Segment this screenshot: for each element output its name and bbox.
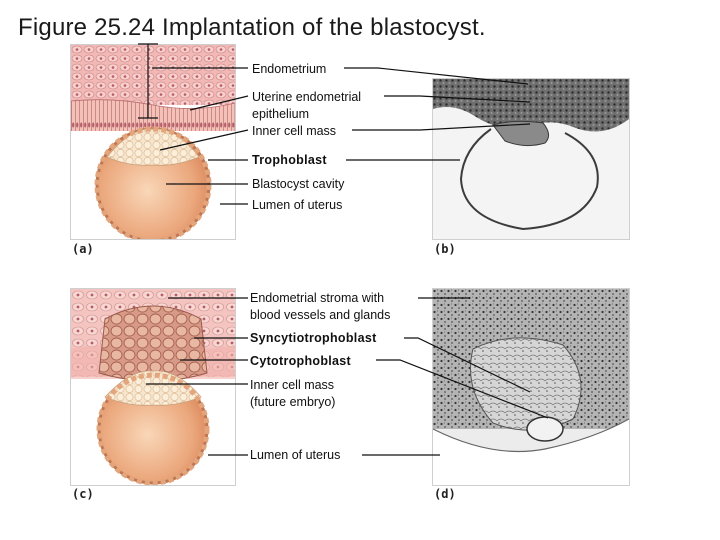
label-cytotrophoblast: Cytotrophoblast xyxy=(250,354,352,368)
label-inner-cell-mass-bottom-line2: (future embryo) xyxy=(250,395,336,409)
label-blastocyst-cavity: Blastocyst cavity xyxy=(252,177,345,191)
panel-a-illustration xyxy=(70,44,236,240)
label-endometrium: Endometrium xyxy=(252,62,327,76)
panel-d-micrograph xyxy=(432,288,630,486)
label-uterine-epithelium-line2: epithelium xyxy=(252,107,309,121)
label-lumen-top: Lumen of uterus xyxy=(252,198,343,212)
label-uterine-epithelium-line1: Uterine endometrial xyxy=(252,90,362,104)
panel-label-a: (a) xyxy=(72,242,94,256)
figure-title: Figure 25.24 Implantation of the blastoc… xyxy=(18,14,486,41)
label-lumen-bottom: Lumen of uterus xyxy=(250,448,341,462)
panel-label-b: (b) xyxy=(434,242,456,256)
label-inner-cell-mass: Inner cell mass xyxy=(252,124,337,138)
panel-c-illustration xyxy=(70,288,236,486)
label-syncytiotrophoblast: Syncytiotrophoblast xyxy=(250,331,377,345)
label-inner-cell-mass-bottom-line1: Inner cell mass xyxy=(250,378,335,392)
label-stroma-line2: blood vessels and glands xyxy=(250,308,391,322)
label-trophoblast: Trophoblast xyxy=(252,153,327,167)
label-stroma-line1: Endometrial stroma with xyxy=(250,291,385,305)
panel-label-d: (d) xyxy=(434,487,456,501)
panel-label-c: (c) xyxy=(72,487,94,501)
panel-b-micrograph xyxy=(432,78,630,240)
